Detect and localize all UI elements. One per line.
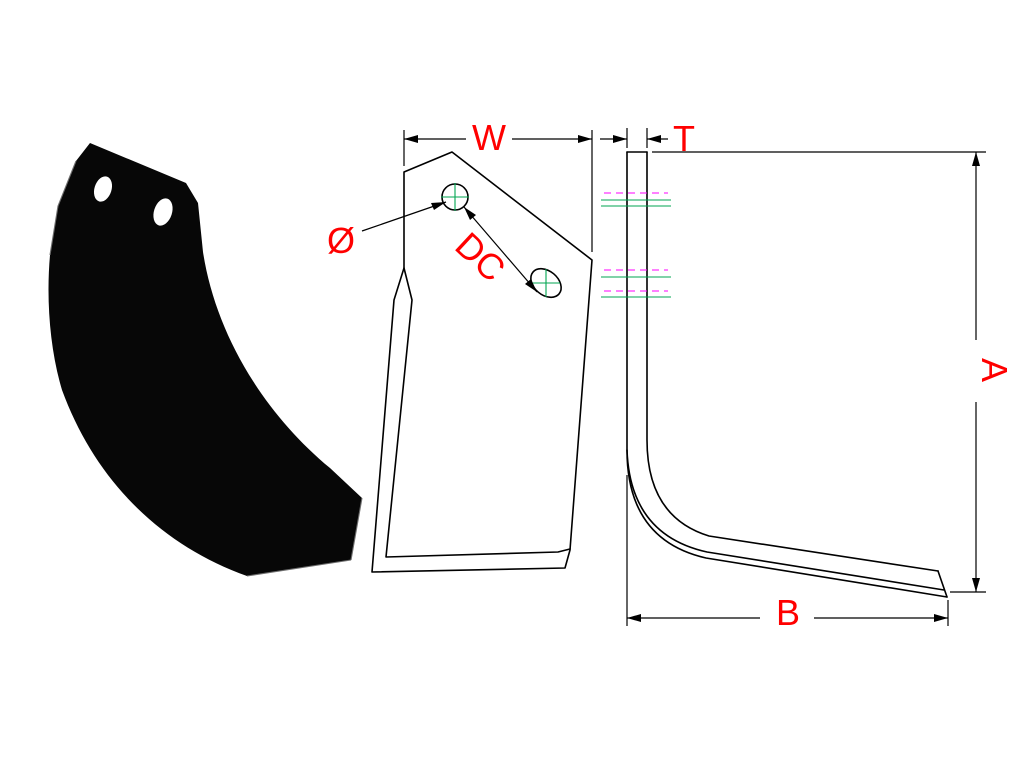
leader-diameter-line: [361, 201, 447, 232]
arrow-t-right: [647, 135, 661, 143]
blade-3d-hole-lower: [153, 198, 173, 226]
front-view-hole-lower: [530, 267, 562, 299]
arrow-dc-top: [464, 207, 476, 220]
arrow-diameter-leader: [431, 202, 446, 210]
arrow-w-left: [404, 135, 418, 143]
front-view-bevel-line: [385, 267, 571, 558]
side-view-center-marks: [441, 183, 671, 298]
dimension-arrowheads: [404, 135, 980, 622]
arrow-b-left: [627, 614, 641, 622]
blade-3d-body: [48, 143, 362, 576]
label-width: W: [472, 117, 506, 158]
arrow-dc-bottom: [525, 279, 537, 292]
blade-3d-tip-edge: [350, 497, 363, 561]
label-distance-centers: DC: [448, 224, 514, 289]
side-view: [626, 151, 948, 598]
dim-dc-line: [463, 206, 538, 293]
side-view-outer-line: [626, 151, 948, 598]
label-height: A: [974, 358, 1015, 382]
side-view-inner-line: [646, 151, 939, 572]
label-thickness: T: [673, 118, 695, 159]
side-view-hidden-lines: [604, 192, 668, 292]
label-length: B: [776, 592, 800, 633]
arrow-t-left: [613, 135, 627, 143]
front-view: [371, 151, 593, 573]
blade-3d-hole-upper: [93, 176, 113, 202]
blade-3d-bottom-edge: [246, 559, 352, 577]
blade-3d-edge-highlights: [49, 160, 363, 577]
side-view-tip-face: [937, 570, 948, 598]
front-view-outline: [371, 151, 593, 573]
dimension-lines: [361, 128, 986, 626]
arrow-a-bottom: [972, 578, 980, 592]
arrow-a-top: [972, 152, 980, 166]
arrow-w-right: [578, 135, 592, 143]
arrow-b-right: [934, 614, 948, 622]
label-diameter: Ø: [327, 220, 355, 261]
side-view-bend-line: [626, 449, 945, 591]
isometric-blade-view: [48, 143, 363, 577]
blade-3d-left-edge: [49, 160, 77, 256]
